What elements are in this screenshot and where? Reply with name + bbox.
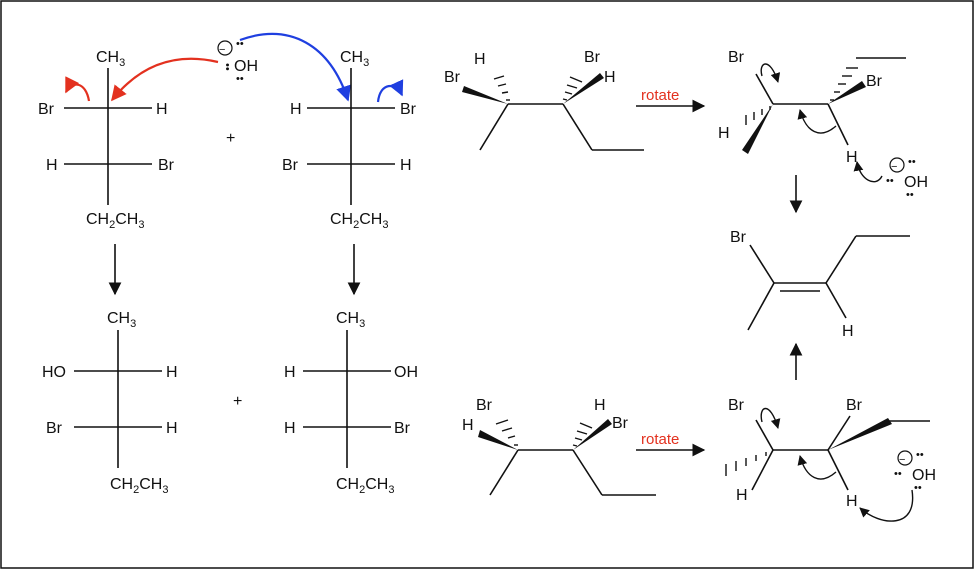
alkene-h: H: [842, 323, 854, 340]
product2-h-bottom: H: [284, 420, 296, 437]
product2-ch3: CH3: [336, 310, 365, 330]
svg-text:••: ••: [914, 482, 922, 494]
fischer-reactant-1: CH3 Br H H Br CH2CH3: [38, 49, 175, 231]
zz3-h-left: H: [462, 417, 474, 434]
zz3-br-left: Br: [476, 397, 493, 414]
curved-arrow-bond-shift-bottom: [797, 455, 837, 480]
hydroxide-lonepair-left: ••: [221, 63, 233, 71]
svg-text:OH: OH: [912, 467, 936, 484]
zz1-h-left: H: [474, 51, 486, 68]
plus-bottom: +: [233, 393, 242, 410]
hydroxide-right-top: − •• OH •• ••: [886, 156, 928, 201]
fischer-product-1: CH3 HO H Br H CH2CH3: [42, 310, 178, 496]
zz2-h-bottom: H: [846, 149, 858, 166]
product1-ch3: CH3: [107, 310, 136, 330]
zz1-br-left: Br: [444, 69, 461, 86]
fischer-product-2: CH3 H OH H Br CH2CH3: [284, 310, 418, 496]
fischer2-br-bottom: Br: [282, 157, 299, 174]
fischer1-br-top: Br: [38, 101, 55, 118]
zigzag-bottom: Br H H Br: [462, 397, 656, 496]
fischer1-h-top: H: [156, 101, 168, 118]
zz3-h-right: H: [594, 397, 606, 414]
zz4-h-left: H: [736, 487, 748, 504]
zigzag-top: H Br Br H: [444, 49, 644, 151]
fischer1-ch3: CH3: [96, 49, 125, 69]
red-curved-arrow-attack: [111, 57, 219, 102]
zz4-br-right: Br: [846, 397, 863, 414]
red-curved-arrow-small: [65, 76, 91, 102]
zigzag-rotated-bottom: Br H Br H: [725, 397, 930, 522]
svg-text:−: −: [891, 161, 897, 173]
hydroxide-oh: OH: [234, 58, 258, 75]
blue-curved-arrow-attack: [239, 32, 351, 102]
hydroxide-top: − •• •• OH ••: [217, 38, 258, 85]
fischer1-ethyl: CH2CH3: [86, 211, 144, 231]
fischer2-ethyl: CH2CH3: [330, 211, 388, 231]
fischer2-br-top: Br: [400, 101, 417, 118]
fischer1-br-bottom: Br: [158, 157, 175, 174]
hydroxide-lonepair-bottom: ••: [236, 73, 244, 85]
svg-text:••: ••: [894, 468, 902, 480]
rotate-label-bottom: rotate: [641, 431, 679, 448]
fischer1-h-bottom: H: [46, 157, 58, 174]
zz3-br-right: Br: [612, 415, 629, 432]
svg-text:−: −: [899, 454, 905, 466]
svg-text:••: ••: [906, 189, 914, 201]
zz4-h-bottom: H: [846, 493, 858, 510]
svg-text:••: ••: [908, 156, 916, 168]
svg-text:••: ••: [886, 175, 894, 187]
zz2-h-left: H: [718, 125, 730, 142]
alkene-product: Br H: [730, 229, 910, 340]
curved-arrow-br-leave-bottom: [760, 407, 781, 429]
curved-arrow-bond-shift-top: [797, 109, 837, 134]
alkene-br: Br: [730, 229, 747, 246]
product2-h-top: H: [284, 364, 296, 381]
product2-br: Br: [394, 420, 411, 437]
product1-ho: HO: [42, 364, 66, 381]
svg-text:••: ••: [916, 449, 924, 461]
fischer2-h-top: H: [290, 101, 302, 118]
rotate-label-top: rotate: [641, 87, 679, 104]
zz2-br-right: Br: [866, 73, 883, 90]
zz1-br-right: Br: [584, 49, 601, 66]
product1-ethyl: CH2CH3: [110, 476, 168, 496]
curved-arrow-br-leave-top: [760, 63, 781, 83]
product2-ethyl: CH2CH3: [336, 476, 394, 496]
product1-br: Br: [46, 420, 63, 437]
hydroxide-right-bottom: − •• OH •• ••: [894, 449, 936, 494]
hydroxide-charge: −: [219, 44, 225, 56]
hydroxide-lonepair-top: ••: [236, 38, 244, 50]
curved-arrow-oh-attack-top: [853, 161, 883, 183]
zz2-br-left: Br: [728, 49, 745, 66]
fischer2-h-bottom: H: [400, 157, 412, 174]
product2-oh: OH: [394, 364, 418, 381]
fischer2-ch3: CH3: [340, 49, 369, 69]
product1-h-bottom: H: [166, 420, 178, 437]
curved-arrow-oh-attack-bottom: [859, 489, 914, 522]
zz4-br-left: Br: [728, 397, 745, 414]
product1-h-top: H: [166, 364, 178, 381]
zz1-h-right: H: [604, 69, 616, 86]
svg-text:OH: OH: [904, 174, 928, 191]
zigzag-rotated-top: Br H Br H: [718, 49, 906, 183]
plus-top: +: [226, 130, 235, 147]
fischer-reactant-2: CH3 H Br Br H CH2CH3: [282, 49, 417, 231]
blue-curved-arrow-small: [376, 79, 404, 103]
